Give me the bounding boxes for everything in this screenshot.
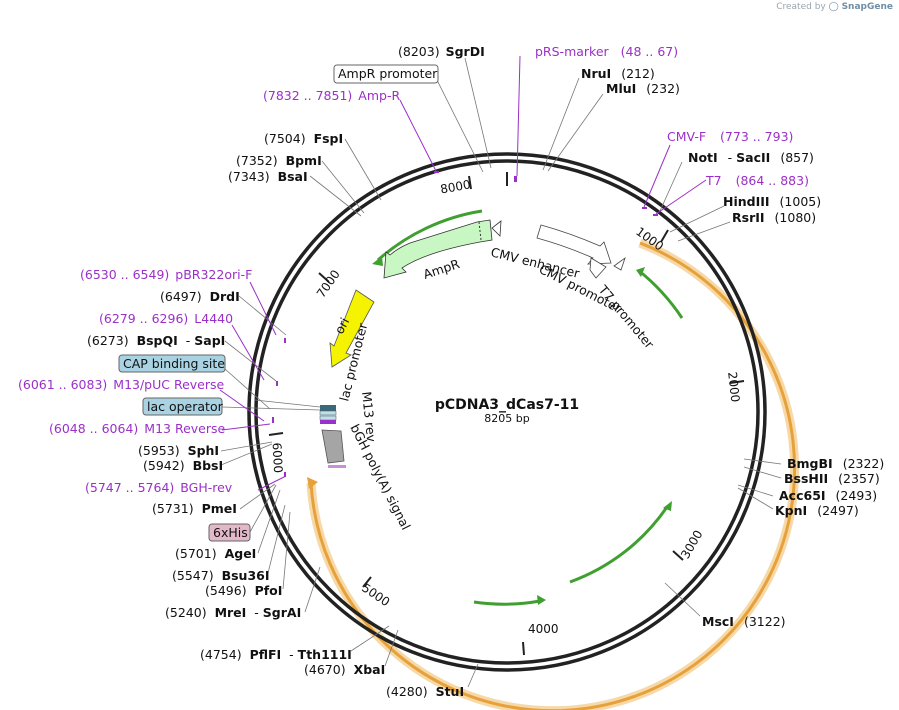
restriction-sites: (8203)SgrDI NruI(212) MluI(232) NotI - S…	[87, 44, 884, 699]
site-sphi: (5953)SphI	[138, 443, 219, 458]
ampr-promoter-arrow	[491, 220, 502, 237]
orf-green-arc-2	[569, 506, 669, 584]
site-fspi: (7504)FspI	[264, 131, 343, 146]
site-bspqi-sapi: (6273)BspQI - SapI	[87, 333, 225, 348]
ampr-feature-divider	[478, 221, 482, 241]
site-sgrdi: (8203)SgrDI	[398, 44, 485, 59]
primer-m13-puc-reverse: (6061 .. 6083)M13/pUC Reverse	[18, 377, 225, 392]
snapgene-logo-icon: ◯	[828, 2, 839, 12]
site-pfoi: (5496)PfoI	[205, 583, 282, 598]
label-bgh: bGH poly(A) signal	[347, 422, 413, 533]
site-drdi: (6497)DrdI	[160, 289, 240, 304]
bgh-feature	[321, 429, 345, 464]
tick-label-3000: 3000	[678, 528, 705, 561]
orf-green-arc-1	[637, 268, 684, 319]
green-arrowheads	[372, 256, 672, 605]
bgh-rev-primer-mark	[328, 465, 346, 468]
site-bsai: (7343)BsaI	[228, 169, 308, 184]
cmv-promoter-feature	[589, 257, 607, 279]
site-nrui: NruI(212)	[581, 66, 655, 81]
orf-arrowhead	[307, 477, 318, 489]
label-ampr: AmpR	[421, 256, 461, 282]
label-ori: ori	[331, 315, 352, 336]
tick-label-5000: 5000	[359, 581, 392, 610]
site-mrei-sgrai: (5240)MreI - SgrAI	[165, 605, 301, 620]
box-ampr-promoter	[333, 64, 439, 84]
primer-cmv-f: CMV-F(773 .. 793)	[667, 129, 793, 144]
site-mlui: MluI(232)	[606, 81, 680, 96]
site-bmgbi: BmgBI(2322)	[787, 456, 884, 471]
primer-leader-lines	[219, 55, 707, 491]
site-msci: MscI(3122)	[702, 614, 786, 629]
leader-lines	[220, 57, 782, 688]
site-pmei: (5731)PmeI	[152, 501, 237, 516]
ampr-feature	[383, 219, 493, 279]
label-lac-operator: lac operator	[147, 399, 224, 414]
site-kpni: KpnI(2497)	[775, 503, 859, 518]
site-bpmi: (7352)BpmI	[236, 153, 322, 168]
site-xbai: (4670)XbaI	[304, 662, 385, 677]
site-hindiii: HindIII(1005)	[723, 194, 821, 209]
site-pflfi-tth111i: (4754)PflFI - Tth111I	[200, 647, 352, 662]
tick-label-6000: 6000	[270, 442, 286, 473]
primer-amp-r: (7832 .. 7851)Amp-R	[263, 88, 400, 103]
primer-bgh-rev: (5747 .. 5764)BGH-rev	[85, 480, 233, 495]
tick-label-2000: 2000	[725, 371, 742, 403]
site-noti-sacii: NotI - SacII(857)	[688, 150, 814, 165]
primer-pbr322ori-f: (6530 .. 6549)pBR322ori-F	[80, 267, 252, 282]
site-stui: (4280)StuI	[386, 684, 464, 699]
label-t7-promoter: T7 promoter	[595, 282, 658, 352]
ticks-group	[268, 172, 745, 656]
tick-label-4000: 4000	[528, 622, 559, 636]
primer-t7: T7(864 .. 883)	[705, 173, 809, 188]
site-agei: (5701)AgeI	[175, 546, 256, 561]
site-bsshii: BssHII(2357)	[784, 471, 880, 486]
tick-label-7000: 7000	[314, 267, 343, 300]
lac-operator-feature	[319, 415, 337, 421]
primer-m13-reverse: (6048 .. 6064)M13 Reverse	[49, 421, 225, 436]
orf-green-arc-3	[473, 599, 541, 606]
ori-feature	[329, 289, 375, 368]
label-m13-rev: M13 rev	[359, 391, 379, 444]
box-his-tag	[208, 523, 251, 542]
m13-rev-feature	[320, 420, 336, 424]
site-acc65i: Acc65I(2493)	[779, 488, 877, 503]
primer-l4440: (6279 .. 6296)L4440	[99, 311, 233, 326]
tick-label-8000: 8000	[439, 177, 472, 196]
box-lac-operator	[142, 397, 223, 416]
plasmid-size: 8205 bp	[484, 412, 529, 425]
site-bbsi: (5942)BbsI	[143, 458, 223, 473]
plasmid-title: pCDNA3_dCas7-11	[435, 397, 579, 413]
cap-site-feature	[319, 410, 337, 416]
snapgene-credit: Created by ◯ SnapGene	[776, 2, 893, 12]
label-ampr-promoter: AmpR promoter	[338, 66, 438, 81]
t7-promoter-feature	[613, 256, 626, 271]
primer-prs-marker: pRS-marker(48 .. 67)	[535, 44, 678, 59]
credit-prefix: Created by	[776, 2, 826, 12]
credit-brand: SnapGene	[841, 2, 893, 12]
backbone-outer	[247, 152, 767, 672]
label-cap-site: CAP binding site	[123, 356, 225, 371]
primer-marks	[272, 171, 658, 477]
backbone-inner	[254, 159, 760, 665]
lac-promoter-feature	[320, 405, 336, 411]
label-his-tag: 6xHis	[213, 525, 248, 540]
box-cap-site	[118, 354, 226, 373]
primers: pRS-marker(48 .. 67) CMV-F(773 .. 793) T…	[18, 44, 809, 495]
site-bsu36i: (5547)Bsu36I	[172, 568, 270, 583]
site-rsrii: RsrII(1080)	[732, 210, 816, 225]
